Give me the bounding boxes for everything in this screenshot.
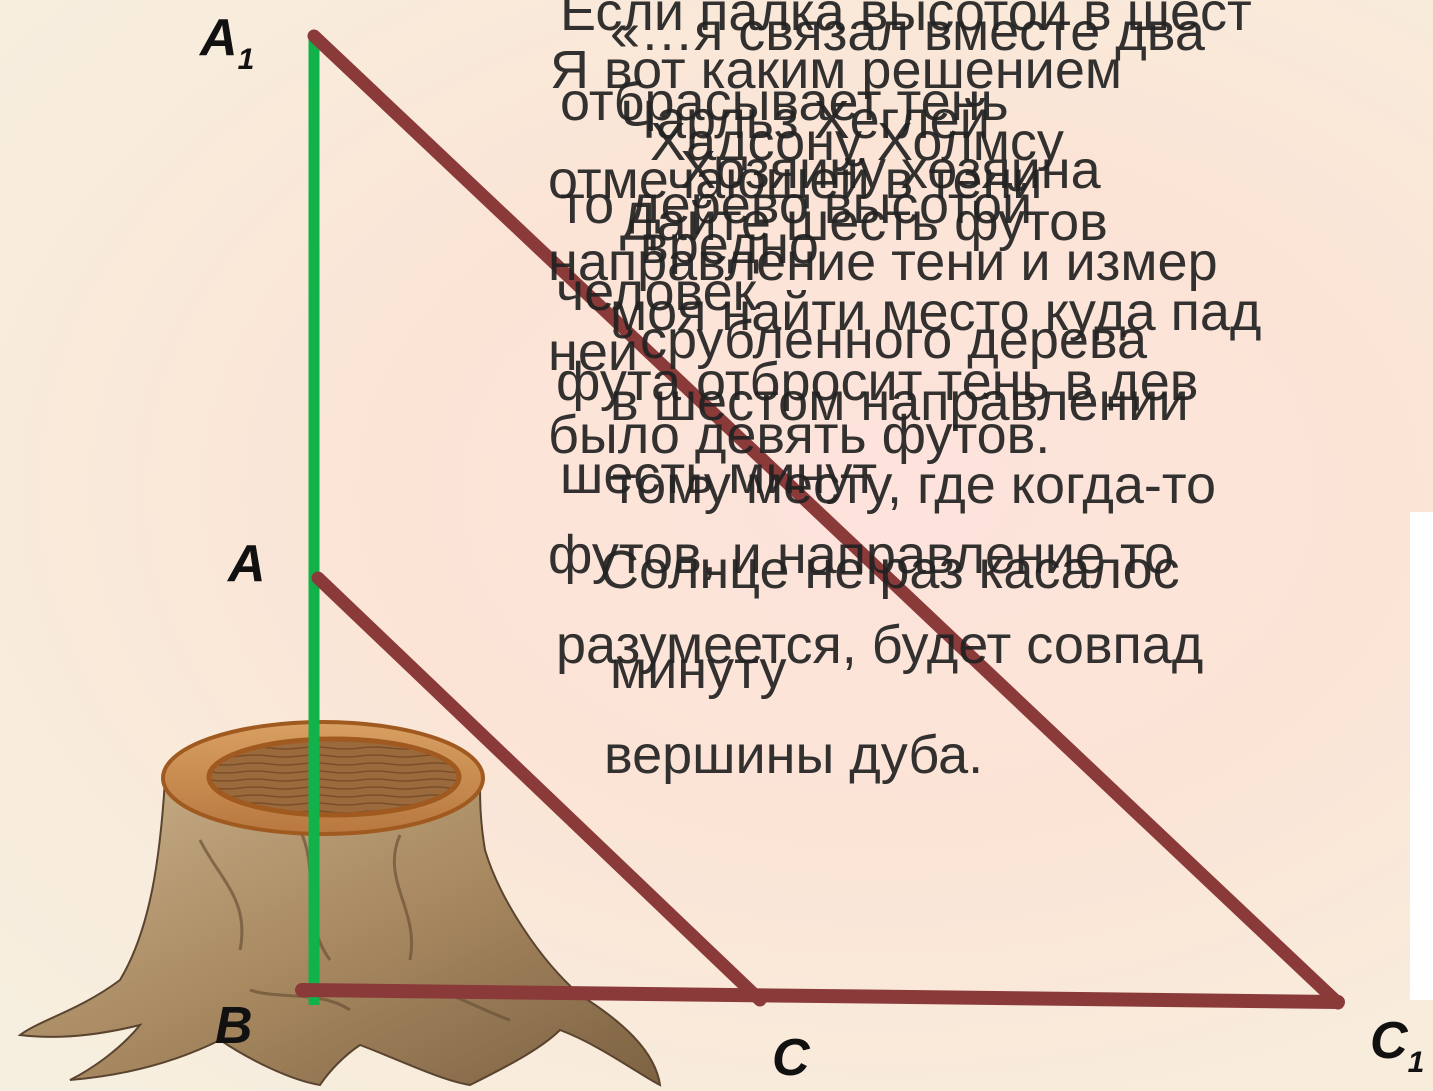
hypotenuse-AC [311,571,767,1007]
point-label-C: C [772,1029,810,1087]
point-label-C1: C1 [1370,1012,1425,1079]
hypotenuse-A1C1 [307,29,1345,1010]
point-label-A1: A1 [200,9,255,76]
white-panel [1410,512,1433,1000]
tree-stump-icon [17,720,662,1087]
base-BC1 [295,983,1345,1009]
point-label-B: B [215,997,253,1055]
point-label-A: A [228,535,266,593]
